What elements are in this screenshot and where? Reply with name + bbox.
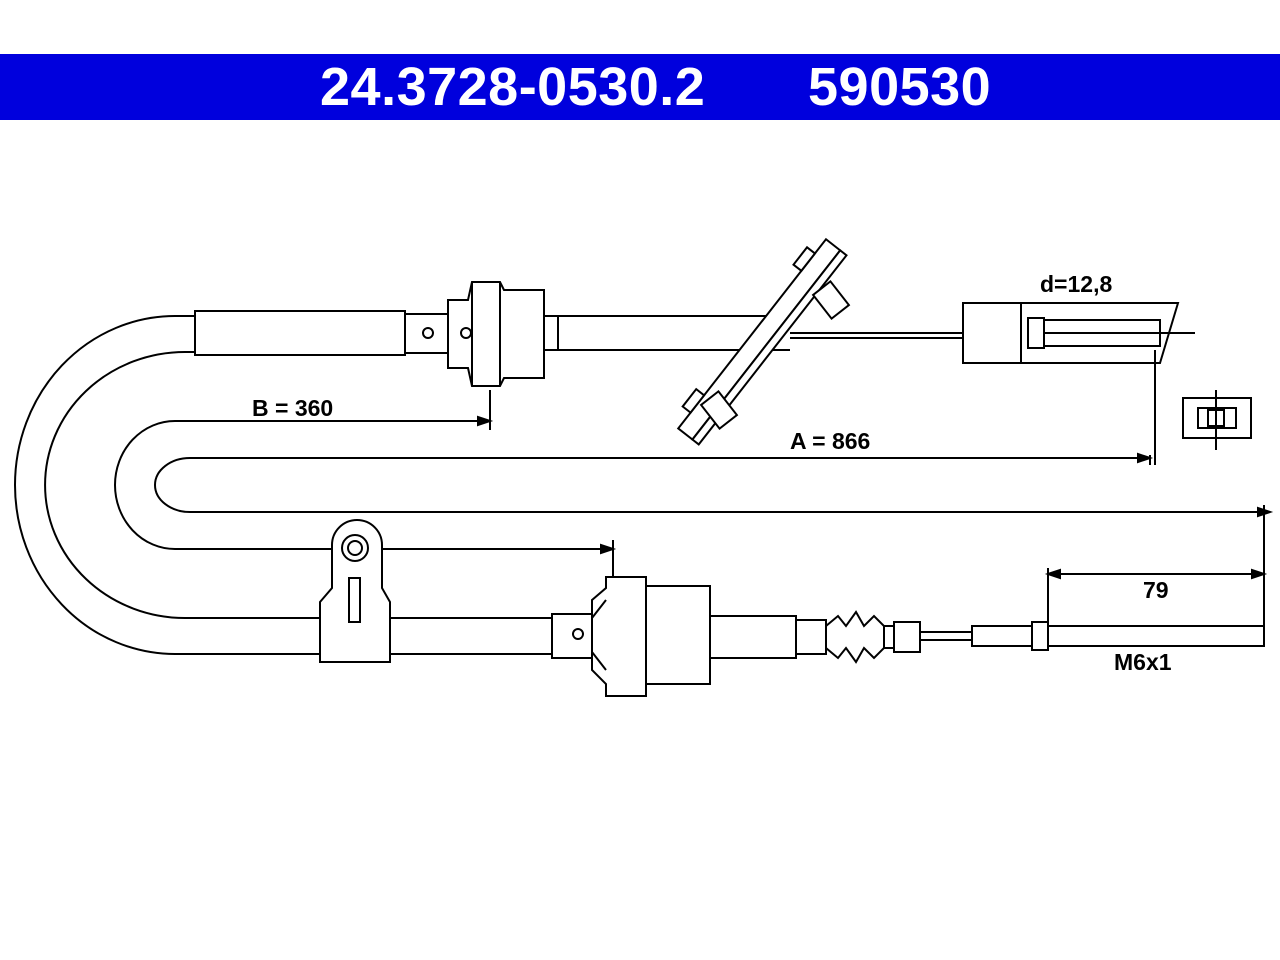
- top-end-fitting: [962, 302, 1022, 364]
- dimension-b-label: B = 360: [252, 395, 333, 421]
- reference-number: 590530: [808, 57, 992, 117]
- part-number: 24.3728-0530.2: [320, 57, 706, 117]
- title-bar: 24.3728-0530.2 590530: [0, 54, 1280, 120]
- thread-label: M6x1: [1114, 649, 1172, 675]
- bellows: [825, 610, 885, 664]
- cable-sheath-outer: [14, 315, 320, 655]
- diameter-label: d=12,8: [1040, 271, 1112, 297]
- top-sleeve: [194, 310, 406, 356]
- end-length-label: 79: [1143, 577, 1169, 603]
- end-view-detail: [1182, 390, 1252, 450]
- dimension-a-label: A = 866: [790, 428, 870, 454]
- threaded-end: [1047, 625, 1265, 647]
- centerline-bend: [114, 420, 613, 550]
- mounting-plate: [676, 237, 848, 446]
- bottom-adjuster: [591, 576, 711, 697]
- cable-sheath-inner: [44, 351, 320, 619]
